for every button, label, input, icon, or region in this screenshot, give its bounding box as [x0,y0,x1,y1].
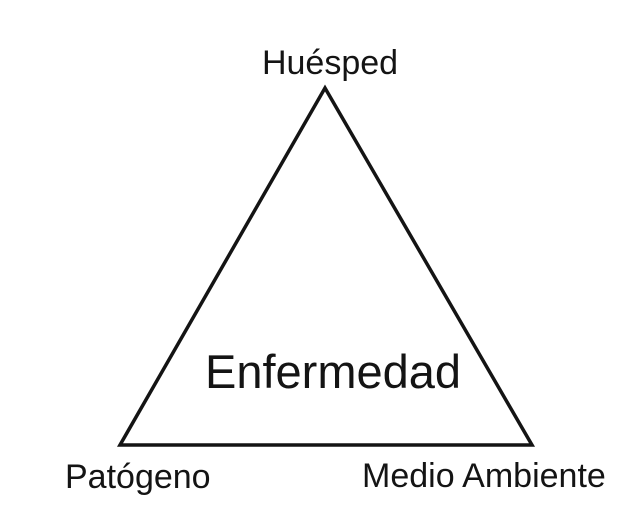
triangle-outline [116,84,536,447]
label-enfermedad: Enfermedad [204,345,462,398]
label-huesped: Huésped [261,44,399,82]
label-medio-ambiente: Medio Ambiente [362,457,606,495]
label-patogeno: Patógeno [65,458,211,496]
